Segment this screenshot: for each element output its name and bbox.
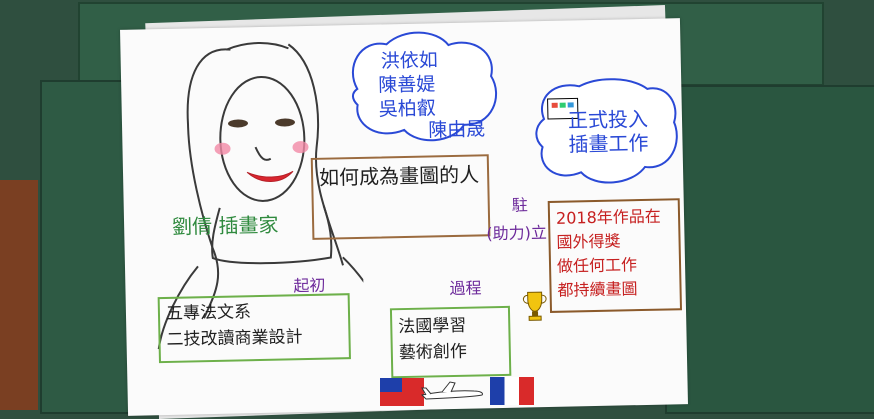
france-flag-icon <box>490 377 534 405</box>
trophy-icon <box>522 291 547 321</box>
origin-text: 五專法文系 二技改讀商業設計 <box>165 302 303 350</box>
poster-paper: 洪依如 陳善媞 吳柏叡 陳由晟 如何成為畫圖的人 正式投入 插畫工作 駐 (助力… <box>120 18 688 416</box>
taiwan-flag-icon <box>380 378 424 406</box>
help-label: 駐 <box>511 195 528 215</box>
work-cloud <box>535 78 678 184</box>
origin-label: 起初 <box>293 275 326 296</box>
airplane-icon <box>420 381 483 400</box>
chair-back <box>0 180 38 410</box>
work-text: 正式投入 插畫工作 <box>567 106 649 157</box>
award-text: 2018年作品在 國外得獎 做任何工作 都持續畫圖 <box>555 206 661 300</box>
cutting-mat-right <box>665 85 874 414</box>
names-cloud <box>351 31 498 142</box>
process-text: 法國學習 藝術創作 <box>398 315 468 364</box>
portrait-drawing <box>157 42 365 350</box>
person-label: 劉倩 插畫家 <box>171 212 279 239</box>
title-text: 如何成為畫圖的人 <box>318 162 480 190</box>
help-text: (助力)立 <box>486 223 548 244</box>
name-4: 陳由晟 <box>427 118 486 142</box>
process-label: 過程 <box>449 278 482 299</box>
